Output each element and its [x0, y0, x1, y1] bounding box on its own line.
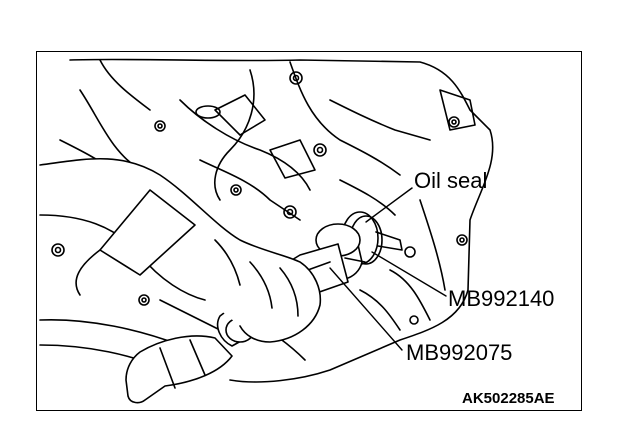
oil-seal-label: Oil seal	[414, 168, 488, 193]
housing-bolts	[51, 71, 468, 325]
figure-code: AK502285AE	[462, 390, 555, 407]
tool-mb992140-label: MB992140	[448, 286, 555, 311]
tool-mb992075-label: MB992075	[406, 340, 513, 365]
hand-and-arm	[39, 157, 322, 343]
hammer	[39, 318, 233, 404]
figure-frame	[36, 51, 582, 411]
leader-lines	[329, 187, 447, 351]
